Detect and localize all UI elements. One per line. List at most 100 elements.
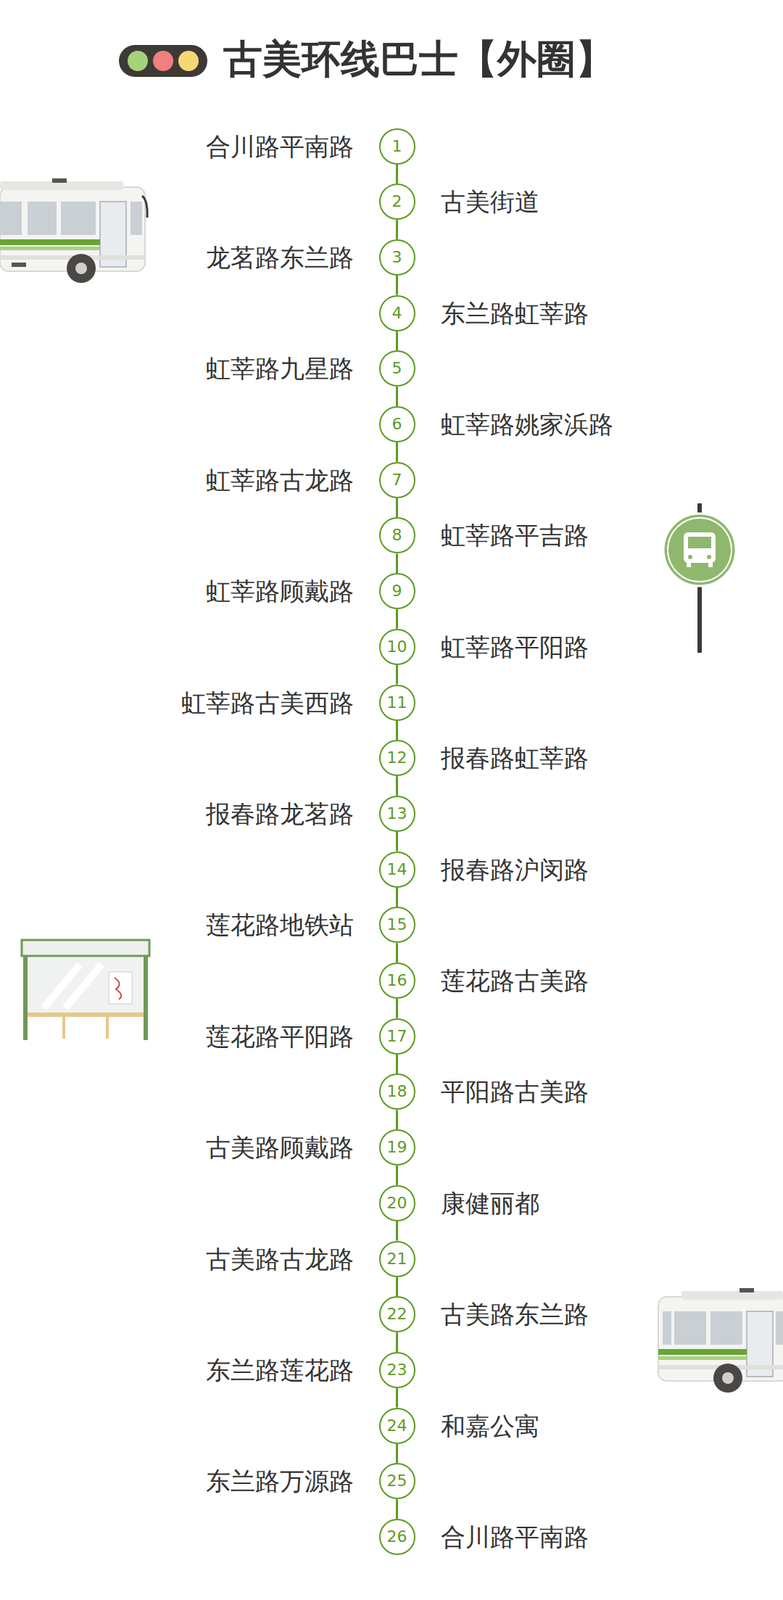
route-segment — [395, 498, 399, 518]
stop-circle: 25东兰路万源路 — [379, 1462, 416, 1499]
stop-circle: 18平阳路古美路 — [379, 1073, 416, 1110]
route-segment — [395, 1220, 399, 1241]
route-segment — [395, 1443, 399, 1464]
bus-illustration — [658, 1287, 783, 1392]
stop-circle: 23东兰路莲花路 — [379, 1351, 416, 1388]
bus-illustration — [0, 178, 148, 283]
stop-number: 12 — [380, 740, 414, 775]
stop-number: 20 — [380, 1186, 414, 1220]
traffic-light-icon — [118, 44, 208, 77]
stop-circle: 7虹莘路古龙路 — [379, 461, 416, 499]
route-segment — [395, 386, 399, 406]
stop-name: 古美路东兰路 — [440, 1299, 589, 1329]
stop-number: 2 — [380, 184, 414, 219]
route-segment — [395, 998, 399, 1018]
stop-name: 东兰路莲花路 — [205, 1354, 354, 1385]
stop-circle: 5虹莘路九星路 — [379, 350, 416, 387]
stop-number: 13 — [380, 796, 414, 831]
stop-number: 22 — [380, 1297, 414, 1331]
route-segment — [395, 1165, 399, 1185]
route-segment — [395, 720, 399, 741]
stop-circle: 9虹莘路顾戴路 — [379, 572, 416, 609]
stop-name: 报春路沪闵路 — [440, 854, 589, 884]
bus-stop-sign — [663, 503, 736, 653]
stop-number: 9 — [380, 574, 414, 608]
stop-name: 平阳路古美路 — [440, 1076, 589, 1107]
route-segment — [395, 219, 399, 240]
stop-name: 莲花路古美路 — [440, 965, 589, 996]
stop-name: 和嘉公寓 — [440, 1410, 540, 1440]
stop-number: 24 — [380, 1408, 414, 1443]
stop-circle: 26合川路平南路 — [379, 1518, 416, 1555]
route-segment — [395, 331, 399, 351]
stop-name: 莲花路地铁站 — [205, 909, 354, 940]
stop-circle: 2古美街道 — [379, 183, 416, 220]
route-segment — [395, 1498, 399, 1519]
stop-name: 虹莘路姚家浜路 — [440, 409, 614, 440]
stop-name: 东兰路万源路 — [205, 1465, 354, 1496]
route-segment — [395, 553, 399, 573]
stop-number: 1 — [380, 129, 414, 164]
stop-circle: 12报春路虹莘路 — [379, 739, 416, 776]
stop-number: 11 — [380, 685, 414, 720]
stop-circle: 13报春路龙茗路 — [379, 795, 416, 832]
stop-name: 虹莘路古美西路 — [181, 687, 354, 718]
stop-circle: 16莲花路古美路 — [379, 962, 416, 999]
stop-name: 报春路虹莘路 — [440, 743, 589, 773]
stop-number: 6 — [380, 407, 414, 441]
stop-circle: 8虹莘路平吉路 — [379, 516, 416, 554]
stop-number: 14 — [380, 852, 414, 886]
stop-number: 21 — [380, 1241, 414, 1276]
stop-number: 8 — [380, 518, 414, 552]
stop-name: 古美街道 — [440, 187, 540, 217]
stop-circle: 10虹莘路平阳路 — [379, 628, 416, 665]
route-segment — [395, 775, 399, 796]
stop-circle: 14报春路沪闵路 — [379, 851, 416, 888]
route-segment — [395, 1276, 399, 1297]
stop-number: 26 — [380, 1519, 414, 1553]
stop-number: 23 — [380, 1352, 414, 1387]
stop-name: 东兰路虹莘路 — [440, 297, 589, 328]
stop-number: 3 — [380, 240, 414, 275]
route-segment — [395, 442, 399, 462]
stop-circle: 6虹莘路姚家浜路 — [379, 406, 416, 443]
stop-circle: 3龙茗路东兰路 — [379, 239, 416, 276]
stop-name: 虹莘路平阳路 — [440, 631, 589, 662]
stop-number: 5 — [380, 351, 414, 385]
stop-number: 25 — [380, 1463, 414, 1498]
stop-number: 7 — [380, 463, 414, 497]
stop-number: 18 — [380, 1074, 414, 1108]
route-segment — [395, 831, 399, 852]
stop-name: 虹莘路九星路 — [205, 353, 354, 384]
route-segment — [395, 664, 399, 685]
route-segment — [395, 1109, 399, 1129]
stop-circle: 20康健丽都 — [379, 1184, 416, 1221]
stop-name: 龙茗路东兰路 — [205, 242, 354, 272]
route-segment — [395, 164, 399, 185]
bus-shelter — [21, 939, 150, 1040]
stop-circle: 17莲花路平阳路 — [379, 1017, 416, 1055]
route-segment — [395, 887, 399, 907]
route-segment — [395, 1054, 399, 1074]
stop-name: 虹莘路顾戴路 — [205, 576, 354, 607]
route-segment — [395, 609, 399, 629]
stop-circle: 15莲花路地铁站 — [379, 906, 416, 943]
stop-circle: 21古美路古龙路 — [379, 1240, 416, 1277]
stop-number: 10 — [380, 630, 414, 664]
route-segment — [395, 275, 399, 296]
stop-circle: 1合川路平南路 — [379, 128, 416, 165]
stop-number: 17 — [380, 1019, 414, 1053]
stop-circle: 19古美路顾戴路 — [379, 1128, 416, 1166]
stop-name: 合川路平南路 — [205, 131, 354, 161]
stop-name: 虹莘路古龙路 — [205, 464, 354, 495]
route-segment — [395, 1387, 399, 1408]
route-segment — [395, 942, 399, 963]
stop-number: 16 — [380, 963, 414, 997]
stop-name: 报春路龙茗路 — [205, 798, 354, 828]
stop-circle: 4东兰路虹莘路 — [379, 295, 416, 332]
stop-name: 莲花路平阳路 — [205, 1020, 354, 1051]
stop-number: 19 — [380, 1130, 414, 1164]
stop-name: 合川路平南路 — [440, 1521, 589, 1552]
stop-name: 古美路顾戴路 — [205, 1132, 354, 1163]
